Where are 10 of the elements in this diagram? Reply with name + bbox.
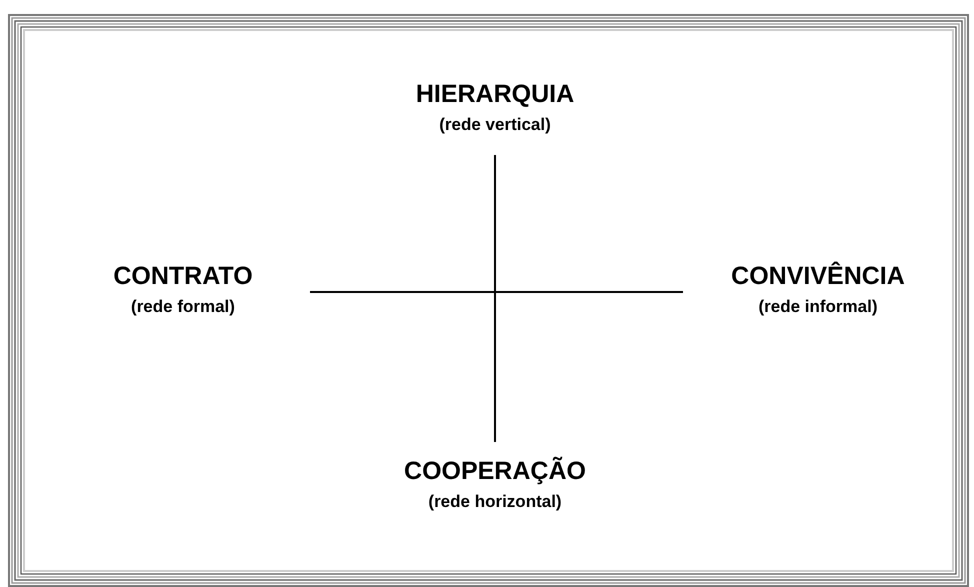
axis-subtitle: (rede formal) <box>131 297 235 317</box>
axis-subtitle: (rede informal) <box>758 297 878 317</box>
axis-title: CONVIVÊNCIA <box>731 262 905 291</box>
axis-title: CONTRATO <box>113 262 253 291</box>
axis-title: COOPERAÇÃO <box>404 457 586 486</box>
axis-subtitle: (rede vertical) <box>439 115 551 135</box>
axis-title: HIERARQUIA <box>416 80 574 109</box>
axis-line <box>310 291 683 293</box>
axis-line <box>494 155 496 442</box>
axis-subtitle: (rede horizontal) <box>428 492 562 512</box>
